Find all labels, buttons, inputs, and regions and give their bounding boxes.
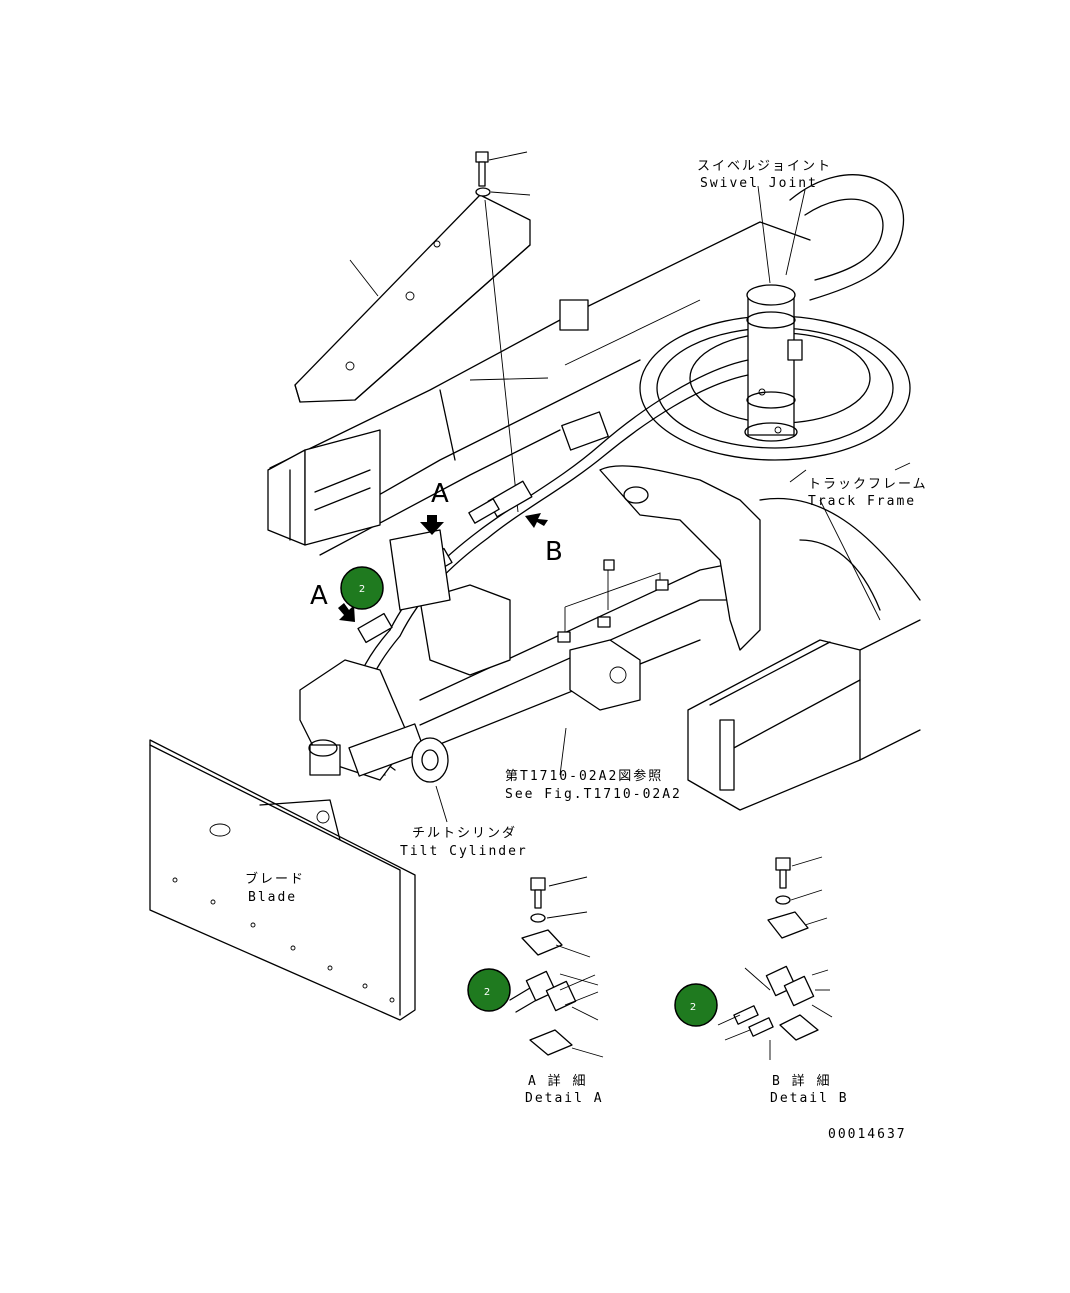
detail-a-parts (509, 876, 604, 1058)
view-arrow-a-left (338, 603, 355, 622)
track-frame-label-en: Track Frame (808, 494, 916, 509)
view-arrow-a-upper (420, 515, 444, 535)
track-frame (687, 497, 921, 811)
swivel-joint (744, 185, 806, 442)
tilt-cylinder-label-jp: チルトシリンダ (412, 826, 517, 841)
blade-label-jp: ブレード (245, 871, 305, 887)
see-fig-label-jp: 第T1710-02A2図参照 (505, 768, 663, 784)
see-fig-label-en: See Fig.T1710-02A2 (505, 787, 682, 802)
callout-2-main-number: 2 (359, 584, 365, 595)
callout-2-detail-b-number: 2 (690, 1002, 696, 1013)
detail-a-label-en: Detail A (525, 1091, 604, 1106)
view-arrow-b (525, 513, 548, 528)
swivel-joint-label-jp: スイベルジョイント (697, 159, 832, 174)
blade-frame (389, 465, 761, 761)
tilt-cylinder (299, 659, 449, 783)
swivel-joint-label-en: Swivel Joint (700, 176, 818, 191)
detail-b-label-jp: B 詳 細 (772, 1073, 831, 1089)
detail-b-label-en: Detail B (770, 1091, 849, 1106)
nuts (557, 559, 669, 643)
view-label-a-upper: A (431, 479, 449, 509)
cover-plate (294, 194, 531, 403)
drawing-number: 00014637 (828, 1127, 907, 1142)
blade (149, 739, 416, 1021)
track-frame-label-jp: トラックフレーム (808, 477, 928, 492)
callout-2-main[interactable]: 2 (340, 566, 384, 610)
callout-2-detail-b[interactable]: 2 (674, 983, 718, 1027)
blade-label-en: Blade (248, 890, 297, 905)
callout-2-detail-a-number: 2 (484, 987, 490, 998)
track-rear-loop (789, 174, 905, 301)
callout-2-detail-a[interactable]: 2 (467, 968, 511, 1012)
bolt-top (475, 151, 531, 513)
detail-a-label-jp: A 詳 細 (528, 1073, 587, 1089)
view-label-b: B (545, 537, 563, 567)
view-label-a-left: A (310, 581, 328, 611)
main-frame (267, 221, 811, 556)
tilt-cylinder-label-en: Tilt Cylinder (400, 844, 528, 859)
detail-b-parts (717, 856, 833, 1060)
leader-lines (435, 462, 911, 823)
